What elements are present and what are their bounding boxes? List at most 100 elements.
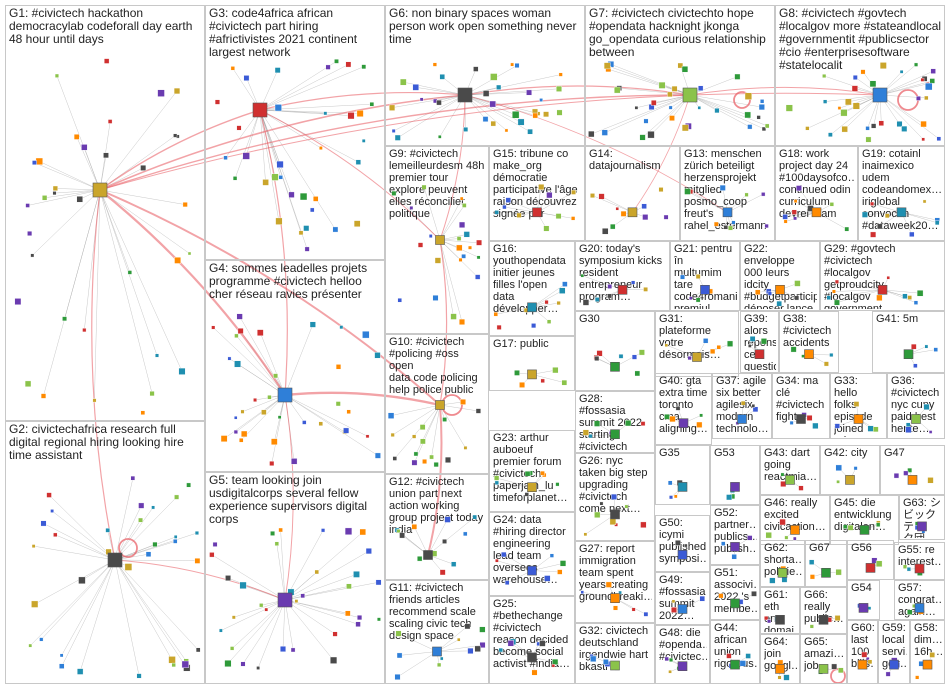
cluster-g11: G11: #civictech friends articles recomme… [385,580,489,684]
cluster-label-g58: G58: dim… 16h… [914,622,942,658]
cluster-g57: G57: congrat… again… [894,580,945,620]
cluster-g55: G55: re interest… [894,542,945,580]
cluster-label-g65: G65: amazi… job… [804,636,844,672]
cluster-g43: G43: dart going reactmia… [760,445,820,495]
cluster-label-g49: G49: #fossasia summit 2022… [659,574,706,622]
cluster-g45: G45: die entwicklung digitalen… [830,495,899,545]
cluster-g56: G56 [847,540,894,580]
cluster-label-g45: G45: die entwicklung digitalen… [834,497,892,533]
cluster-label-g51: G51: associvi… 2022 's membe… [714,567,757,615]
cluster-label-g13: G13: menschen zürich beteiligt herzenspr… [684,148,767,232]
cluster-g46: G46: really excited civicaction… [760,495,830,545]
cluster-label-g54: G54 [851,582,872,594]
cluster-label-g59: G59: local servi… gov… [882,622,907,670]
cluster-g28: G28: #fossasia summit 2022 starting #civ… [575,391,655,453]
cluster-g15: G15: tribune co make_org démocratie part… [489,146,585,241]
cluster-label-g29: G29: #govtech #civictech #localgov getpr… [824,243,896,309]
cluster-g36: G36: #civictech nyc cuny paid best hente… [887,373,945,439]
cluster-g35: G35 [655,445,710,505]
cluster-label-g57: G57: congrat… again… [898,582,942,618]
cluster-g67: G67 [805,540,847,587]
cluster-g24: G24: data #hiring director engineering l… [489,512,575,596]
cluster-g60: G60: last 100 bills… [847,620,878,684]
cluster-label-g36: G36: #civictech nyc cuny paid best hente… [891,375,940,435]
cluster-label-g28: G28: #fossasia summit 2022 starting #civ… [579,393,642,451]
cluster-g59: G59: local servi… gov… [878,620,910,684]
cluster-g64: G64: join googl… [760,634,800,684]
cluster-label-g41: G41: 5m [876,313,919,325]
cluster-label-g50: G50: icymi published symposi… [659,517,707,565]
cluster-label-g14: G14: datajournalism [589,148,661,172]
cluster-g34: G34: ma clé #civictech fight [772,373,830,439]
cluster-label-g52: G52: partner… publics… publish… [714,507,757,555]
cluster-label-g34: G34: ma clé #civictech fight [776,375,825,423]
cluster-label-g30: G30 [579,313,600,325]
cluster-label-g24: G24: data #hiring director engineering l… [493,514,566,586]
cluster-g7: G7: #civictech civictechto hope #opendat… [585,5,775,146]
cluster-label-g62: G62: shorta… policie… [764,542,802,578]
cluster-label-g15: G15: tribune co make_org démocratie part… [493,148,578,220]
cluster-g26: G26: nyc taken big step upgrading #civic… [575,453,655,541]
cluster-g16: G16: youthopendata initier jeunes filles… [489,241,575,336]
cluster-g58: G58: dim… 16h… [910,620,945,684]
cluster-label-g3: G3: code4africa african #civictech part … [209,7,358,59]
cluster-label-g43: G43: dart going reactmia… [764,447,817,483]
cluster-label-g1: G1: #civictech hackathon democracylab co… [9,7,193,46]
cluster-g8: G8: #civictech #govtech #localgov more #… [775,5,945,146]
cluster-g37: G37: agile six better agilesix modern te… [712,373,772,439]
cluster-label-g64: G64: join googl… [764,636,797,672]
cluster-label-g16: G16: youthopendata initier jeunes filles… [493,243,566,315]
cluster-g33: G33: hello folks episode joined adampro… [830,373,887,439]
cluster-g21: G21: pentru în multumim tare code4romani… [670,241,740,311]
cluster-g6: G6: non binary spaces woman person work … [385,5,585,146]
cluster-label-g48: G48: die #openda… #civictec… [659,627,707,663]
cluster-label-g60: G60: last 100 bills… [851,622,875,670]
cluster-g52: G52: partner… publics… publish… [710,505,760,565]
cluster-g63: G63: シ ビックテッ ク団体… [899,495,945,540]
cluster-g48: G48: die #openda… #civictec… [655,625,710,684]
cluster-label-g55: G55: re interest… [898,544,942,568]
cluster-label-g23: G23: arthur auboeuf premier forum #civic… [493,432,568,504]
cluster-g9: G9: #civictech lemeilleurdesm 48h premie… [385,146,489,334]
cluster-label-g53: G53 [714,447,735,459]
cluster-g13: G13: menschen zürich beteiligt herzenspr… [680,146,775,241]
cluster-label-g21: G21: pentru în multumim tare code4romani… [674,243,737,309]
cluster-label-g35: G35 [659,447,680,459]
cluster-g50: G50: icymi published symposi… [655,515,710,572]
cluster-label-g7: G7: #civictech civictechto hope #opendat… [589,7,766,59]
cluster-g41: G41: 5m [872,311,945,373]
cluster-label-g37: G37: agile six better agilesix modern te… [716,375,769,435]
cluster-g27: G27: report immigration team spent years… [575,541,655,623]
cluster-label-g4: G4: sommes leadelles projets programme #… [209,262,368,301]
cluster-label-g19: G19: cotainl inaimexico udem codeandomex… [862,148,942,232]
cluster-label-g10: G10: #civictech #policing #oss open data… [389,336,478,396]
cluster-g22: G22: enveloppe 000 leurs idcity #budgetp… [740,241,820,311]
cluster-g12: G12: #civictech union part next action w… [385,474,489,580]
cluster-g47: G47 [880,445,945,495]
cluster-g40: G40: gta extra time toronto cma aligning… [655,373,712,445]
cluster-g23: G23: arthur auboeuf premier forum #civic… [489,430,575,512]
cluster-label-g18: G18: work project day 24 #100daysofco… c… [779,148,855,220]
cluster-g66: G66: really public… [800,587,847,634]
cluster-g44: G44: african union rigorous… [710,620,760,684]
cluster-label-g12: G12: #civictech union part next action w… [389,476,484,536]
cluster-g2: G2: civictechafrica research full digita… [5,421,205,684]
cluster-label-g6: G6: non binary spaces woman person work … [389,7,577,46]
cluster-g39: G39: alors réponse ces questions oui… [740,311,779,373]
cluster-label-g26: G26: nyc taken big step upgrading #civic… [579,455,648,515]
cluster-label-g61: G61: eth ens domai… [764,589,797,632]
cluster-label-g67: G67 [809,542,830,554]
cluster-label-g25: G25: #bethechange #civictech reason deci… [493,598,571,670]
cluster-label-g32: G32: civictech deutschland irgendwie har… [579,625,649,673]
cluster-label-g33: G33: hello folks episode joined adampro… [834,375,884,437]
cluster-label-g47: G47 [884,447,905,459]
cluster-label-g38: G38: #civictech accidents [783,313,832,349]
cluster-g29: G29: #govtech #civictech #localgov getpr… [820,241,945,311]
cluster-g5: G5: team looking join usdigitalcorps sev… [205,472,385,684]
cluster-g62: G62: shorta… policie… [760,540,805,587]
cluster-label-g42: G42: city [824,447,868,459]
cluster-label-g17: G17: public [493,338,549,350]
cluster-label-g9: G9: #civictech lemeilleurdesm 48h premie… [389,148,485,220]
cluster-label-g5: G5: team looking join usdigitalcorps sev… [209,474,368,526]
